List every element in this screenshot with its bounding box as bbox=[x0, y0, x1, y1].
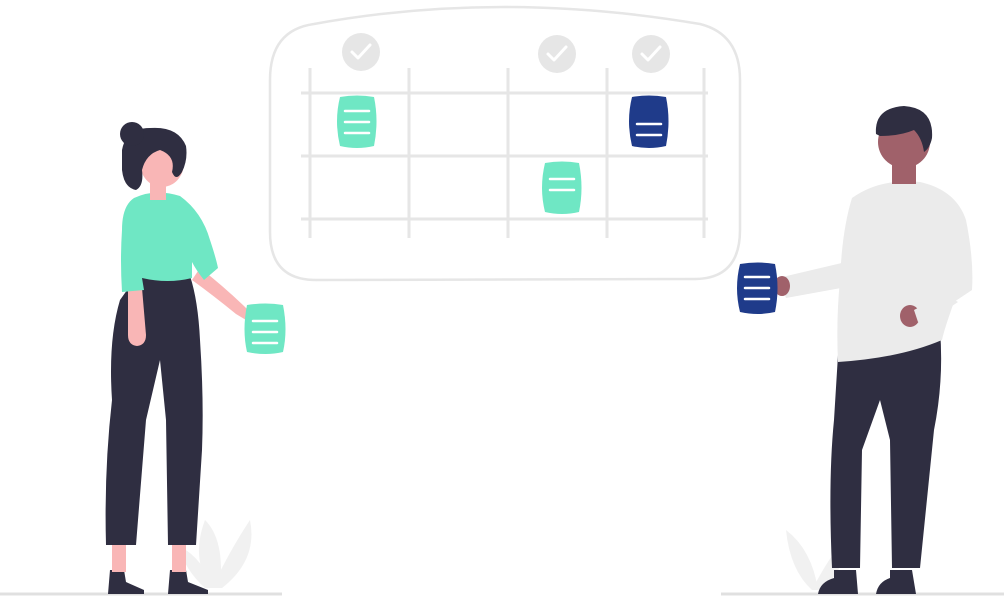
man-shirt bbox=[837, 181, 973, 362]
column-3-check-icon bbox=[538, 35, 576, 73]
woman-held-note bbox=[244, 303, 286, 354]
plant-left bbox=[178, 520, 252, 588]
column-4-check-icon bbox=[632, 35, 670, 73]
woman-left-shoe bbox=[108, 570, 144, 594]
board-grid bbox=[301, 68, 708, 238]
woman-shirt bbox=[121, 192, 218, 292]
woman-right-shoe bbox=[168, 570, 208, 594]
board-note-green-1 bbox=[337, 95, 377, 148]
board-outline bbox=[268, 5, 742, 282]
man-held-note bbox=[737, 262, 778, 314]
man-hair bbox=[875, 106, 933, 152]
man-figure bbox=[737, 106, 973, 594]
woman-figure bbox=[105, 122, 286, 594]
kanban-board bbox=[268, 5, 742, 282]
man-left-shoe bbox=[818, 570, 858, 594]
board-note-blue-1 bbox=[629, 95, 669, 148]
man-right-shoe bbox=[876, 570, 916, 594]
woman-hair-bun bbox=[120, 122, 144, 146]
board-note-green-2 bbox=[542, 161, 582, 214]
man-pants bbox=[830, 330, 942, 568]
column-1-check-icon bbox=[342, 33, 380, 71]
woman-pants bbox=[105, 272, 203, 545]
